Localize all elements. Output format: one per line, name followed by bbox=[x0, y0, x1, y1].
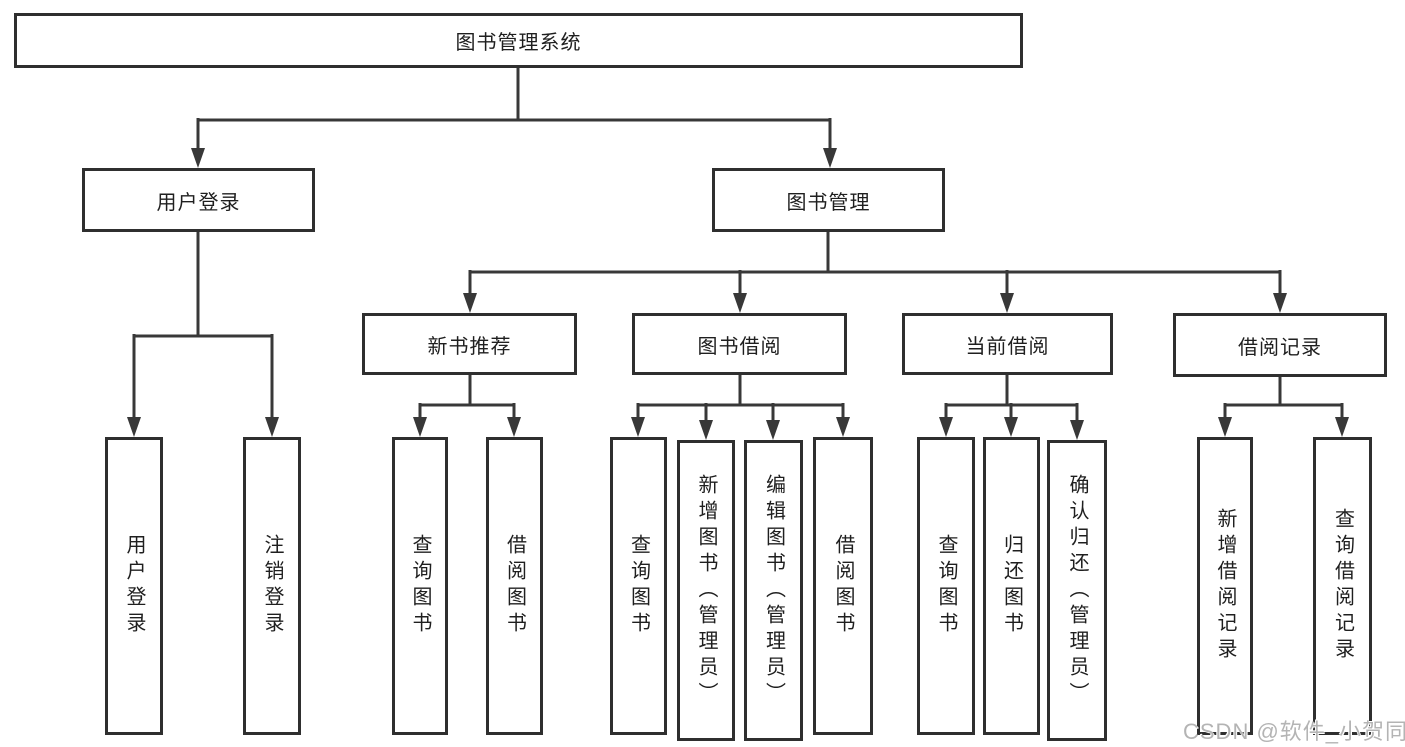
node-book-management: 图书管理 bbox=[712, 168, 945, 232]
leaf-add-borrow-record-label: 新增借阅记录 bbox=[1214, 508, 1236, 664]
connector-newbookrec-to-leaves bbox=[413, 375, 521, 437]
leaf-borrow-borrow-books: 借阅图书 bbox=[813, 437, 873, 735]
node-borrow-records: 借阅记录 bbox=[1173, 313, 1387, 377]
leaf-query-borrow-record-label: 查询借阅记录 bbox=[1331, 508, 1354, 664]
node-book-borrow: 图书借阅 bbox=[632, 313, 847, 375]
node-user-login: 用户登录 bbox=[82, 168, 315, 232]
leaf-borrow-query-books-label: 查询图书 bbox=[627, 534, 650, 638]
leaf-current-query-books-label: 查询图书 bbox=[935, 534, 957, 638]
node-borrow-records-label: 借阅记录 bbox=[1238, 336, 1322, 359]
node-current-borrow-label: 当前借阅 bbox=[965, 335, 1050, 358]
node-book-borrow-label: 图书借阅 bbox=[697, 335, 782, 358]
leaf-confirm-return-admin: 确认归还（管理员） bbox=[1047, 440, 1107, 741]
node-book-management-label: 图书管理 bbox=[786, 191, 871, 214]
connector-bookborrow-to-leaves bbox=[631, 375, 850, 440]
csdn-watermark: CSDN @软件_小贺同学 bbox=[1183, 719, 1405, 744]
node-current-borrow: 当前借阅 bbox=[902, 313, 1113, 375]
leaf-confirm-return-admin-label: 确认归还（管理员） bbox=[1066, 473, 1088, 708]
leaf-add-books-admin-label: 新增图书（管理员） bbox=[695, 473, 717, 708]
leaf-logout-label: 注销登录 bbox=[261, 534, 283, 638]
node-root: 图书管理系统 bbox=[14, 13, 1023, 68]
leaf-borrow-borrow-books-label: 借阅图书 bbox=[832, 534, 854, 638]
leaf-user-login-label: 用户登录 bbox=[123, 534, 145, 638]
leaf-newbook-query-books-label: 查询图书 bbox=[409, 534, 431, 638]
leaf-edit-books-admin: 编辑图书（管理员） bbox=[744, 440, 803, 741]
node-new-book-recommend: 新书推荐 bbox=[362, 313, 577, 375]
leaf-query-borrow-record: 查询借阅记录 bbox=[1313, 437, 1372, 735]
leaf-return-books-label: 归还图书 bbox=[1000, 534, 1023, 638]
connector-root-to-level2 bbox=[191, 66, 837, 168]
leaf-return-books: 归还图书 bbox=[983, 437, 1040, 735]
connector-bookmgmt-to-level3 bbox=[463, 232, 1287, 313]
connector-currentborrow-to-leaves bbox=[939, 375, 1084, 440]
node-new-book-recommend-label: 新书推荐 bbox=[427, 335, 512, 358]
leaf-current-query-books: 查询图书 bbox=[917, 437, 975, 735]
node-root-label: 图书管理系统 bbox=[455, 32, 582, 54]
node-user-login-label: 用户登录 bbox=[156, 191, 241, 214]
leaf-edit-books-admin-label: 编辑图书（管理员） bbox=[762, 473, 785, 708]
leaf-user-login: 用户登录 bbox=[105, 437, 163, 735]
leaf-add-books-admin: 新增图书（管理员） bbox=[677, 440, 735, 741]
leaf-borrow-query-books: 查询图书 bbox=[610, 437, 667, 735]
leaf-newbook-borrow-books: 借阅图书 bbox=[486, 437, 543, 735]
leaf-logout: 注销登录 bbox=[243, 437, 301, 735]
connector-borrowrecords-to-leaves bbox=[1218, 377, 1349, 437]
leaf-newbook-query-books: 查询图书 bbox=[392, 437, 448, 735]
leaf-newbook-borrow-books-label: 借阅图书 bbox=[503, 534, 526, 638]
leaf-add-borrow-record: 新增借阅记录 bbox=[1197, 437, 1253, 735]
connector-userlogin-to-leaves bbox=[127, 232, 279, 437]
